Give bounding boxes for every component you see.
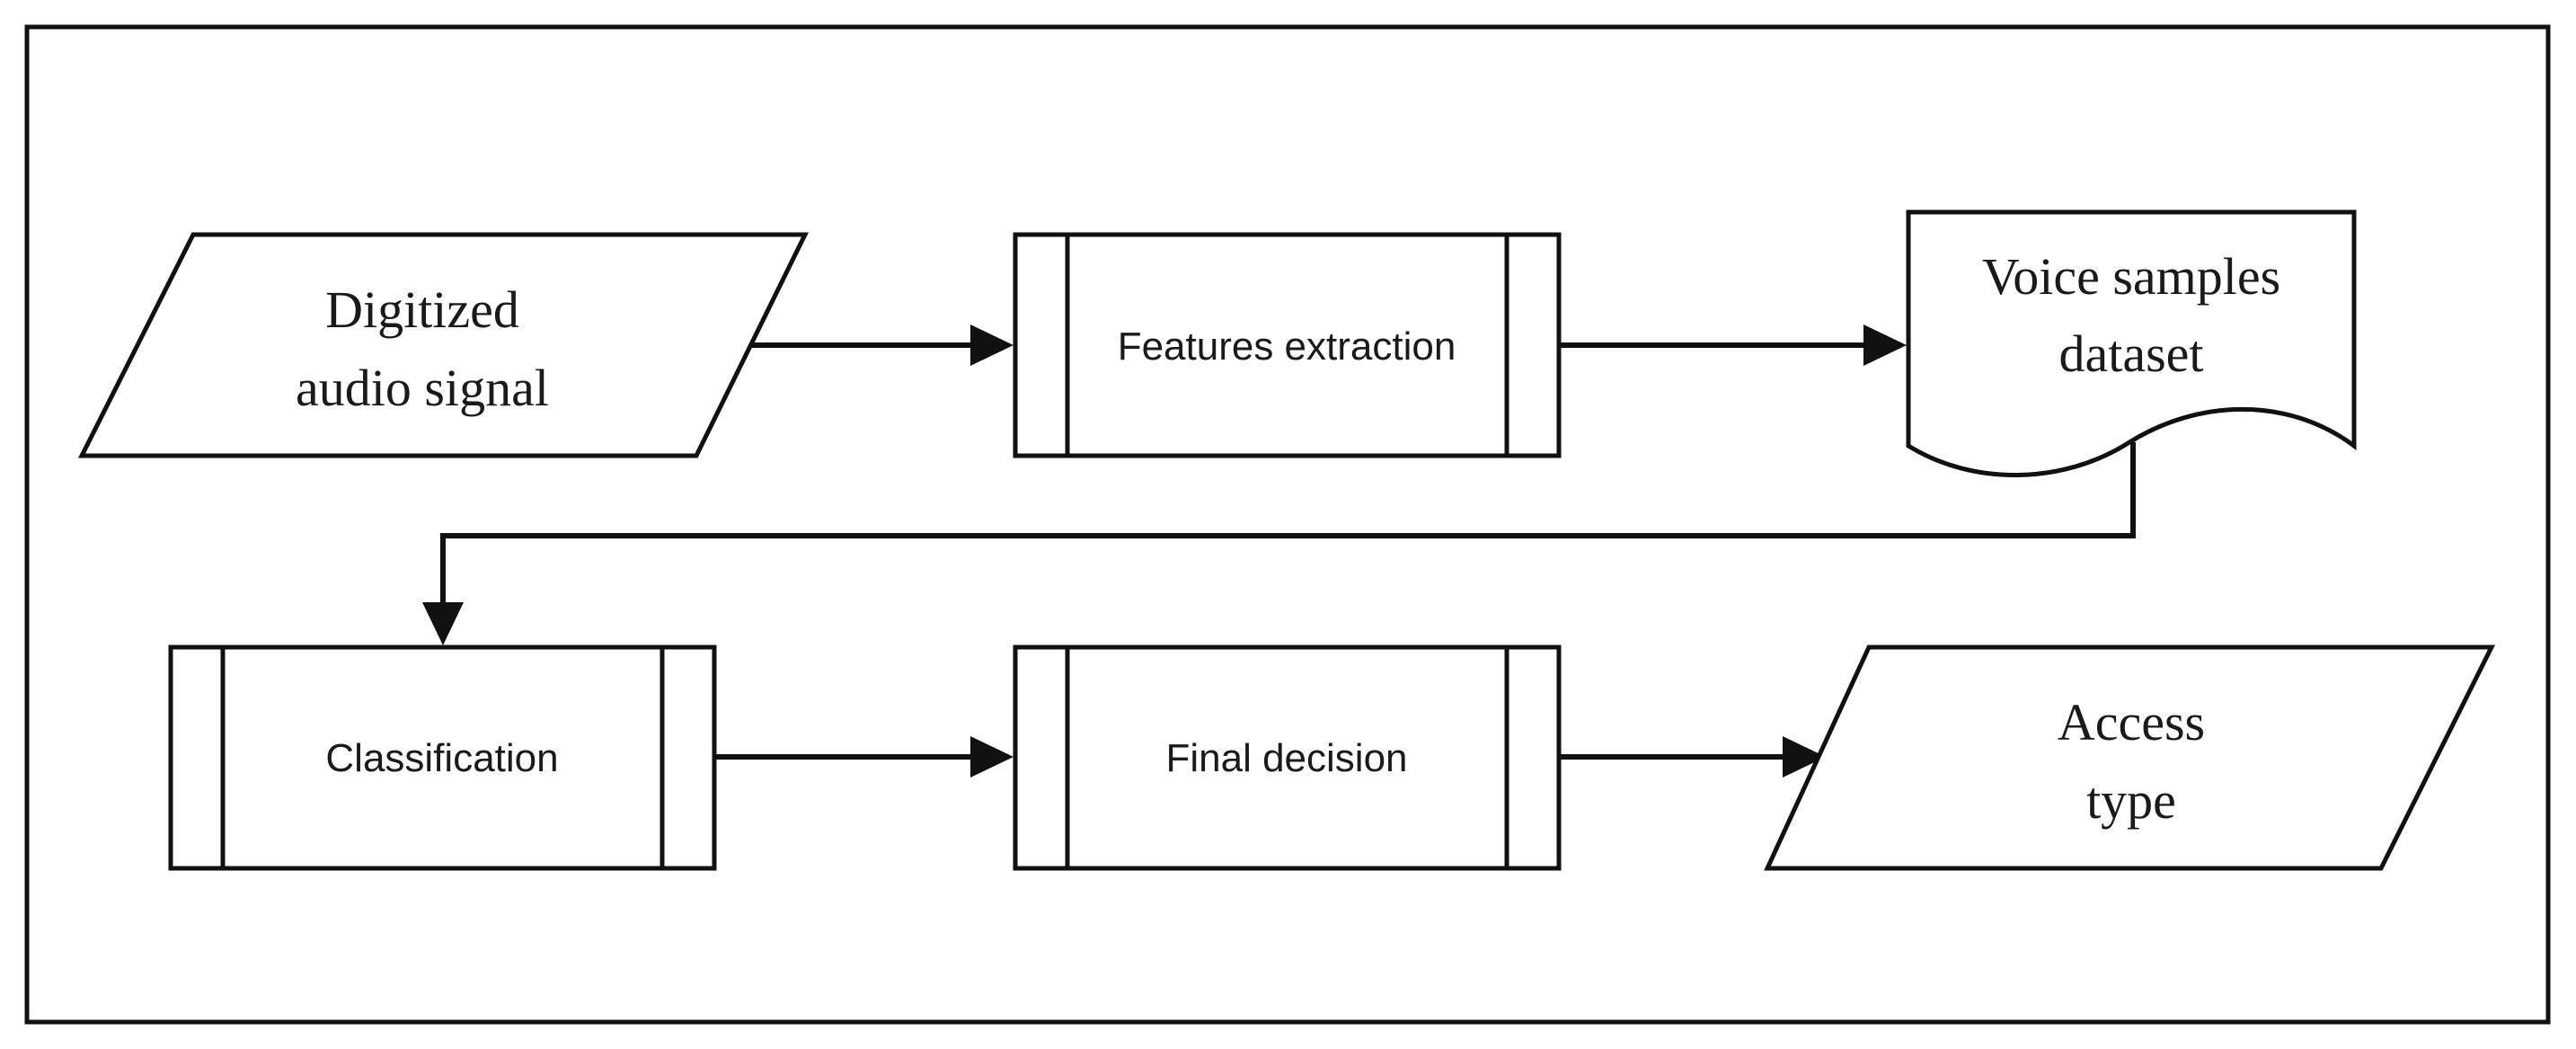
features-label: Features extraction [1118, 324, 1456, 369]
decision-box [1013, 645, 1562, 871]
features-box [1013, 232, 1562, 458]
input-label-line1: Digitized [325, 280, 519, 339]
output-label-line1: Access [2058, 693, 2205, 751]
output-parallelogram [1764, 645, 2496, 871]
classification-box [168, 645, 717, 871]
node-decision: Final decision [1013, 645, 1562, 871]
node-dataset: Voice samples dataset [1906, 209, 2357, 477]
output-label-line2: type [2086, 771, 2176, 830]
node-classification: Classification [168, 645, 717, 871]
edge-classification-to-decision [714, 736, 1014, 778]
dataset-label-line2: dataset [2058, 324, 2203, 383]
edge-decision-to-output [1560, 736, 1826, 778]
outer-frame [24, 24, 2551, 1025]
edge-input-to-features [748, 324, 1014, 366]
node-features: Features extraction [1013, 232, 1562, 458]
decision-label: Final decision [1165, 736, 1407, 780]
input-label-line2: audio signal [296, 359, 549, 417]
edge-dataset-to-classification [422, 442, 2136, 645]
edge-features-to-dataset [1560, 324, 1907, 366]
dataset-document-shape [1906, 209, 2357, 477]
node-output: Access type [1764, 645, 2496, 871]
node-input: Digitized audio signal [77, 232, 810, 458]
dataset-label-line1: Voice samples [1982, 247, 2280, 306]
classification-label: Classification [325, 736, 558, 780]
input-parallelogram [77, 232, 810, 458]
